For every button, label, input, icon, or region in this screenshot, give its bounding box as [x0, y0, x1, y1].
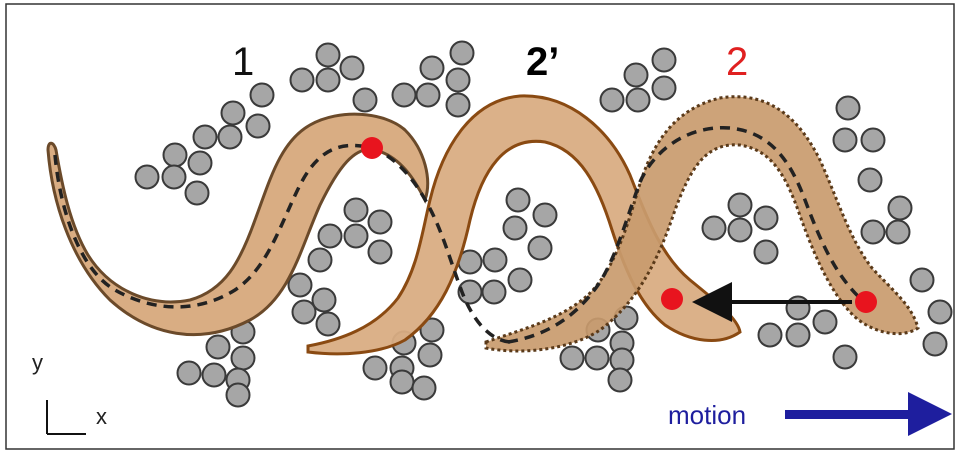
- obstacle-particle: [343, 197, 369, 223]
- obstacle-particle: [161, 164, 187, 190]
- worm-1-centerline: [53, 143, 511, 344]
- obstacle-particle: [785, 295, 811, 321]
- obstacle-particle: [415, 82, 441, 108]
- obstacle-particle: [367, 239, 393, 265]
- obstacle-particle: [317, 223, 343, 249]
- obstacle-particle: [449, 40, 475, 66]
- obstacle-particle: [909, 267, 935, 293]
- obstacle-particle: [651, 47, 677, 73]
- obstacle-particle: [307, 247, 333, 273]
- obstacle-particle: [832, 127, 858, 153]
- obstacle-particle: [922, 331, 948, 357]
- obstacle-particle: [607, 367, 633, 393]
- obstacle-particle: [625, 87, 651, 113]
- worm-1-body: [46, 112, 430, 337]
- motion-label: motion: [668, 400, 746, 430]
- obstacle-particle: [502, 215, 528, 241]
- obstacle-particle: [362, 355, 388, 381]
- obstacle-particle: [887, 195, 913, 221]
- label-1: 1: [232, 40, 254, 84]
- obstacle-particle: [417, 342, 443, 368]
- obstacle-particle: [311, 287, 337, 313]
- label-2prime: 2’: [526, 40, 559, 84]
- obstacle-particle: [162, 142, 188, 168]
- obstacle-particle: [785, 322, 811, 348]
- obstacle-particle: [315, 42, 341, 68]
- obstacle-particle: [584, 345, 610, 371]
- obstacle-particle: [812, 309, 838, 335]
- obstacle-particle: [315, 311, 341, 337]
- obstacle-particle: [860, 219, 886, 245]
- obstacle-particle: [559, 345, 585, 371]
- obstacle-particle: [481, 279, 507, 305]
- obstacle-particle: [367, 209, 393, 235]
- obstacle-particle: [532, 202, 558, 228]
- worm-2prime-body: [306, 94, 742, 356]
- obstacle-particle: [184, 180, 210, 206]
- obstacle-particle: [201, 362, 227, 388]
- obstacle-particle: [217, 124, 243, 150]
- worm-2-centerline: [507, 126, 864, 344]
- obstacle-particle: [927, 299, 953, 325]
- figure-frame: [5, 3, 955, 450]
- label-2: 2: [726, 40, 748, 84]
- obstacle-particle: [287, 272, 313, 298]
- obstacle-particle: [205, 334, 231, 360]
- obstacle-particle: [832, 344, 858, 370]
- obstacle-particle: [651, 75, 677, 101]
- obstacle-particle: [757, 322, 783, 348]
- obstacle-particles: [134, 40, 953, 408]
- obstacle-particle: [220, 100, 246, 126]
- obstacle-particle: [701, 215, 727, 241]
- obstacle-particle: [249, 82, 275, 108]
- obstacle-particle: [419, 55, 445, 81]
- obstacle-particle: [753, 205, 779, 231]
- obstacle-particle: [289, 67, 315, 93]
- obstacle-particle: [482, 247, 508, 273]
- obstacle-particle: [291, 299, 317, 325]
- obstacle-particle: [835, 95, 861, 121]
- obstacle-particle: [391, 82, 417, 108]
- axis-x-label: x: [96, 404, 107, 429]
- obstacle-particle: [230, 345, 256, 371]
- obstacle-particle: [445, 67, 471, 93]
- obstacle-particle: [505, 187, 531, 213]
- obstacle-particle: [623, 62, 649, 88]
- obstacle-particle: [727, 192, 753, 218]
- obstacle-particle: [352, 87, 378, 113]
- obstacle-particle: [419, 317, 445, 343]
- obstacle-particle: [727, 217, 753, 243]
- obstacle-particle: [411, 375, 437, 401]
- obstacle-particle: [445, 92, 471, 118]
- obstacle-particle: [860, 127, 886, 153]
- obstacle-particle: [389, 369, 415, 395]
- obstacle-particle: [187, 150, 213, 176]
- axis-y-label: y: [32, 350, 43, 375]
- obstacle-particle: [225, 382, 251, 408]
- worm-1-head-marker: [361, 137, 383, 159]
- obstacle-particle: [885, 219, 911, 245]
- obstacle-particle: [176, 360, 202, 386]
- right-arrow-icon: [785, 392, 952, 436]
- obstacle-particle: [857, 167, 883, 193]
- obstacle-particle: [343, 223, 369, 249]
- obstacle-particle: [339, 55, 365, 81]
- obstacle-particle: [753, 239, 779, 265]
- obstacle-particle: [134, 164, 160, 190]
- obstacle-particle: [315, 67, 341, 93]
- worm-2-head-marker: [855, 291, 877, 313]
- obstacle-particle: [245, 113, 271, 139]
- worm-2prime-head-marker: [661, 288, 683, 310]
- obstacle-particle: [192, 124, 218, 150]
- obstacle-particle: [507, 267, 533, 293]
- obstacle-particle: [599, 87, 625, 113]
- obstacle-particle: [527, 235, 553, 261]
